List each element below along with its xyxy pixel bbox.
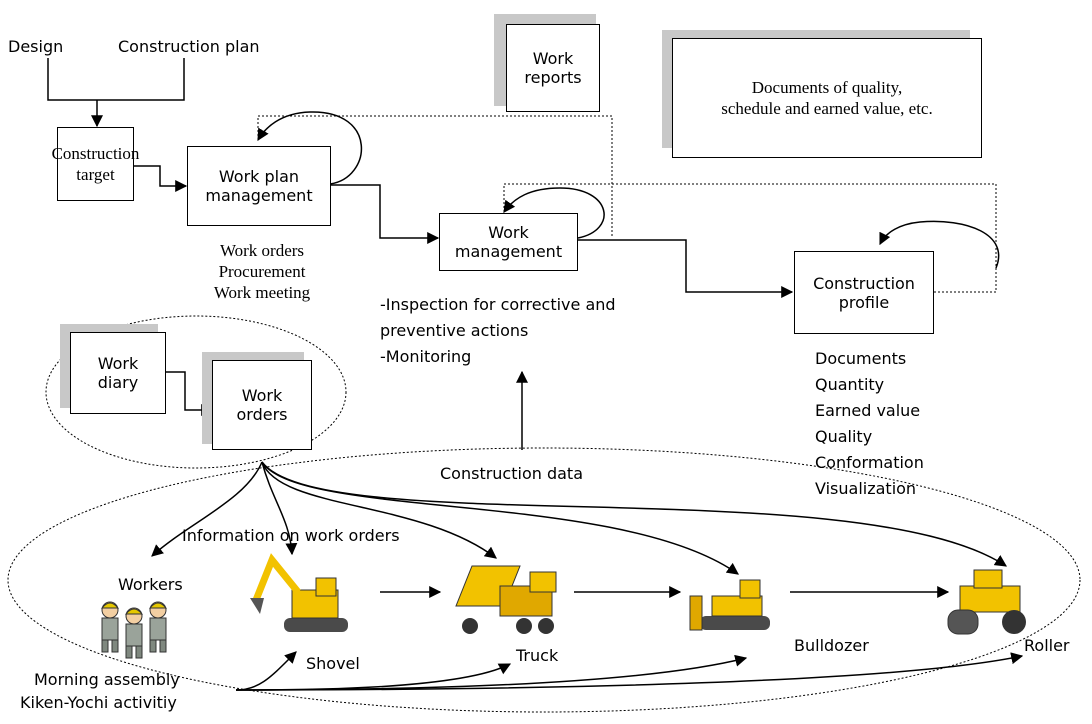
roller-label: Roller: [1024, 636, 1070, 655]
shovel-label: Shovel: [306, 654, 360, 673]
work-management-box: Work management: [439, 213, 578, 271]
construction-profile-box: Construction profile: [794, 251, 934, 334]
work-diary-label: Work diary: [70, 332, 166, 414]
work-plan-management-box: Work plan management: [187, 146, 331, 226]
quality-documents: Documents of quality, schedule and earne…: [662, 30, 984, 160]
assembly-arrows: [235, 651, 1024, 691]
input-connector: [47, 58, 185, 128]
truck-illustration: [455, 565, 557, 634]
main-flow-arrows: [133, 165, 794, 450]
kiken-yochi-label: Kiken-Yochi activitiy: [20, 693, 177, 712]
work-management-items: -Inspection for corrective and preventiv…: [380, 295, 616, 366]
bulldozer-label: Bulldozer: [794, 636, 869, 655]
quality-documents-label: Documents of quality, schedule and earne…: [672, 38, 982, 158]
work-plan-items: Work orders Procurement Work meeting: [213, 241, 311, 302]
work-reports-label: Work reports: [506, 24, 600, 112]
work-order-arrows: [151, 461, 1008, 575]
truck-label: Truck: [516, 646, 559, 665]
design-label: Design: [8, 37, 64, 56]
documents-ellipse: [45, 315, 347, 469]
workers-illustration: [100, 601, 168, 659]
workers-label: Workers: [118, 575, 183, 594]
construction-target-box: Construction target: [52, 127, 139, 201]
site-ellipse: [7, 447, 1081, 713]
construction-plan-label: Construction plan: [118, 37, 260, 56]
profile-items: Documents Quantity Earned value Quality …: [815, 349, 924, 498]
roller-illustration: [947, 569, 1026, 635]
work-reports-document: Work reports: [494, 14, 604, 114]
info-on-work-orders-label: Information on work orders: [182, 526, 400, 545]
feedback-lines: [257, 115, 997, 293]
shovel-illustration: [250, 553, 348, 632]
construction-data-label: Construction data: [440, 464, 583, 483]
work-orders-label: Work orders: [212, 360, 312, 450]
work-diary-document: Work diary: [60, 324, 168, 416]
work-orders-document: Work orders: [202, 352, 314, 452]
bulldozer-illustration: [689, 579, 770, 631]
morning-assembly-label: Morning assembly: [34, 670, 180, 689]
